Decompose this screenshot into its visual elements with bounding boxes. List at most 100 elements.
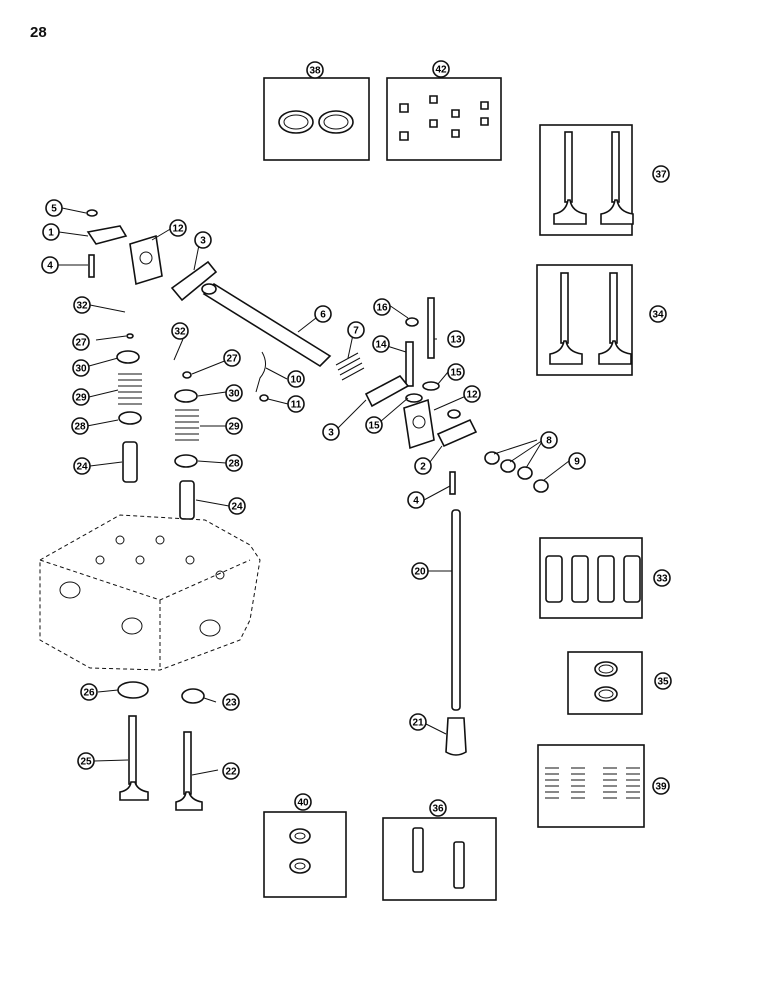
svg-text:28: 28 [74, 422, 86, 433]
svg-text:15: 15 [368, 421, 380, 432]
svg-text:32: 32 [76, 301, 88, 312]
callout-3-upper: 3 [194, 231, 212, 249]
svg-text:1: 1 [48, 228, 54, 239]
callout-13: 13 [447, 330, 465, 348]
callout-10: 10 [287, 370, 305, 388]
callout-16: 16 [373, 298, 391, 316]
svg-text:2: 2 [420, 462, 426, 473]
svg-text:24: 24 [231, 502, 243, 513]
svg-text:30: 30 [75, 364, 87, 375]
callout-38: 38 [306, 61, 324, 79]
callout-21: 21 [409, 713, 427, 731]
callout-26: 26 [80, 683, 98, 701]
oil-tube [255, 351, 269, 402]
svg-text:26: 26 [83, 688, 95, 699]
svg-text:32: 32 [174, 327, 186, 338]
push-rod [445, 509, 467, 756]
callout-5: 5 [45, 199, 63, 217]
rocker-arm-2 [436, 418, 478, 448]
kit-box-42 [386, 77, 502, 161]
svg-text:13: 13 [450, 335, 462, 346]
svg-text:12: 12 [466, 390, 478, 401]
kit-box-36 [382, 817, 497, 901]
callout-6: 6 [314, 305, 332, 323]
svg-text:28: 28 [228, 459, 240, 470]
cylinder-head [39, 514, 261, 671]
svg-text:14: 14 [375, 340, 387, 351]
svg-text:4: 4 [47, 261, 53, 272]
svg-text:10: 10 [290, 375, 302, 386]
svg-text:27: 27 [75, 338, 87, 349]
svg-text:34: 34 [652, 310, 664, 321]
callout-32-middle: 32 [171, 322, 189, 340]
callout-1: 1 [42, 223, 60, 241]
svg-text:40: 40 [297, 798, 309, 809]
svg-text:29: 29 [228, 422, 240, 433]
svg-text:37: 37 [655, 170, 667, 181]
svg-text:39: 39 [655, 782, 667, 793]
callout-29-middle: 29 [225, 417, 243, 435]
svg-text:6: 6 [320, 310, 326, 321]
callout-28-left: 28 [71, 417, 89, 435]
svg-text:7: 7 [353, 326, 359, 337]
callout-33: 33 [653, 569, 671, 587]
callout-11: 11 [287, 395, 305, 413]
callout-40: 40 [294, 793, 312, 811]
svg-text:21: 21 [412, 718, 424, 729]
callout-27-left: 27 [72, 333, 90, 351]
adjusting-screw-lower [449, 471, 456, 495]
kit-box-40 [263, 811, 347, 898]
kit-box-35 [567, 651, 643, 715]
svg-text:11: 11 [291, 400, 302, 411]
svg-text:33: 33 [656, 574, 668, 585]
callout-14: 14 [372, 335, 390, 353]
callout-37: 37 [652, 165, 670, 183]
callout-28-middle: 28 [225, 454, 243, 472]
callout-8: 8 [540, 431, 558, 449]
svg-text:15: 15 [450, 368, 462, 379]
svg-text:8: 8 [546, 436, 552, 447]
svg-text:12: 12 [172, 224, 184, 235]
left-valve-stack [116, 333, 142, 483]
callout-27-middle: 27 [223, 349, 241, 367]
callout-39: 39 [652, 777, 670, 795]
kit-box-38 [263, 77, 370, 161]
svg-text:4: 4 [413, 496, 419, 507]
svg-text:36: 36 [432, 804, 444, 815]
callout-7: 7 [347, 321, 365, 339]
callout-15-right: 15 [447, 363, 465, 381]
kit-box-33 [539, 537, 643, 619]
svg-text:42: 42 [435, 65, 447, 76]
svg-text:30: 30 [228, 389, 240, 400]
kit-box-37 [539, 124, 634, 236]
kit-box-34 [536, 264, 633, 376]
svg-text:5: 5 [51, 204, 57, 215]
callout-3-lower: 3 [322, 423, 340, 441]
callout-22: 22 [222, 762, 240, 780]
rocker-arm-upper [86, 209, 128, 278]
svg-text:38: 38 [309, 66, 321, 77]
svg-text:3: 3 [328, 428, 334, 439]
leader-lines [58, 207, 570, 776]
middle-valve-stack [174, 371, 199, 520]
rocker-support-lower [403, 398, 461, 450]
callout-23: 23 [222, 693, 240, 711]
callout-30-left: 30 [72, 359, 90, 377]
studs [405, 297, 440, 403]
callout-9: 9 [568, 452, 586, 470]
callout-36: 36 [429, 799, 447, 817]
svg-text:27: 27 [226, 354, 238, 365]
callout-4-lower: 4 [407, 491, 425, 509]
callout-35: 35 [654, 672, 672, 690]
svg-text:25: 25 [80, 757, 92, 768]
callout-32-left: 32 [73, 296, 91, 314]
washers [484, 451, 549, 493]
page-number: 28 [30, 24, 47, 41]
callout-29-left: 29 [72, 388, 90, 406]
rocker-arm-3-upper [170, 260, 218, 302]
callout-12-lower: 12 [463, 385, 481, 403]
rocker-shaft [201, 282, 332, 368]
callout-2: 2 [414, 457, 432, 475]
svg-text:24: 24 [76, 462, 88, 473]
